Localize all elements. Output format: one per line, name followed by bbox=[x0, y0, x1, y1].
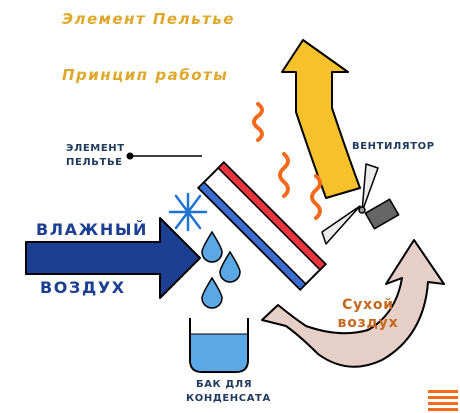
heat-wave-2 bbox=[278, 152, 290, 198]
water-drop-3 bbox=[201, 276, 223, 309]
peltier-label-1: ЭЛЕМЕНТ bbox=[66, 143, 125, 154]
fan-icon bbox=[321, 163, 400, 245]
heat-waves bbox=[252, 102, 322, 220]
water-drops bbox=[201, 230, 241, 309]
tank-label-1: БАК ДЛЯ bbox=[196, 379, 253, 390]
peltier-element bbox=[196, 160, 328, 292]
humid-air-arrow bbox=[25, 217, 201, 299]
dry-air-label-1: Сухой bbox=[342, 297, 394, 313]
dry-air-arrow bbox=[261, 239, 445, 368]
water-drop-2 bbox=[219, 250, 241, 283]
humid-air-label-2: ВОЗДУХ bbox=[40, 278, 126, 297]
heat-wave-1 bbox=[252, 102, 264, 142]
diagram-title: Элемент Пельтье bbox=[62, 10, 235, 28]
humid-air-label-1: ВЛАЖНЫЙ bbox=[36, 220, 149, 239]
fan-label: ВЕНТИЛЯТОР bbox=[352, 141, 435, 152]
peltier-label-dot bbox=[126, 152, 134, 160]
snowflake-icon bbox=[168, 192, 208, 232]
brand-logo bbox=[428, 390, 458, 411]
condensate-tank bbox=[189, 318, 249, 373]
dry-air-label-2: воздух bbox=[337, 315, 399, 331]
water-drop-1 bbox=[201, 230, 223, 263]
peltier-label-2: ПЕЛЬТЬЕ bbox=[66, 157, 123, 168]
hot-air-arrow bbox=[281, 39, 361, 199]
heat-wave-3 bbox=[310, 174, 322, 220]
tank-label-2: КОНДЕНСАТА bbox=[186, 393, 271, 404]
diagram-subtitle: Принцип работы bbox=[62, 66, 229, 84]
